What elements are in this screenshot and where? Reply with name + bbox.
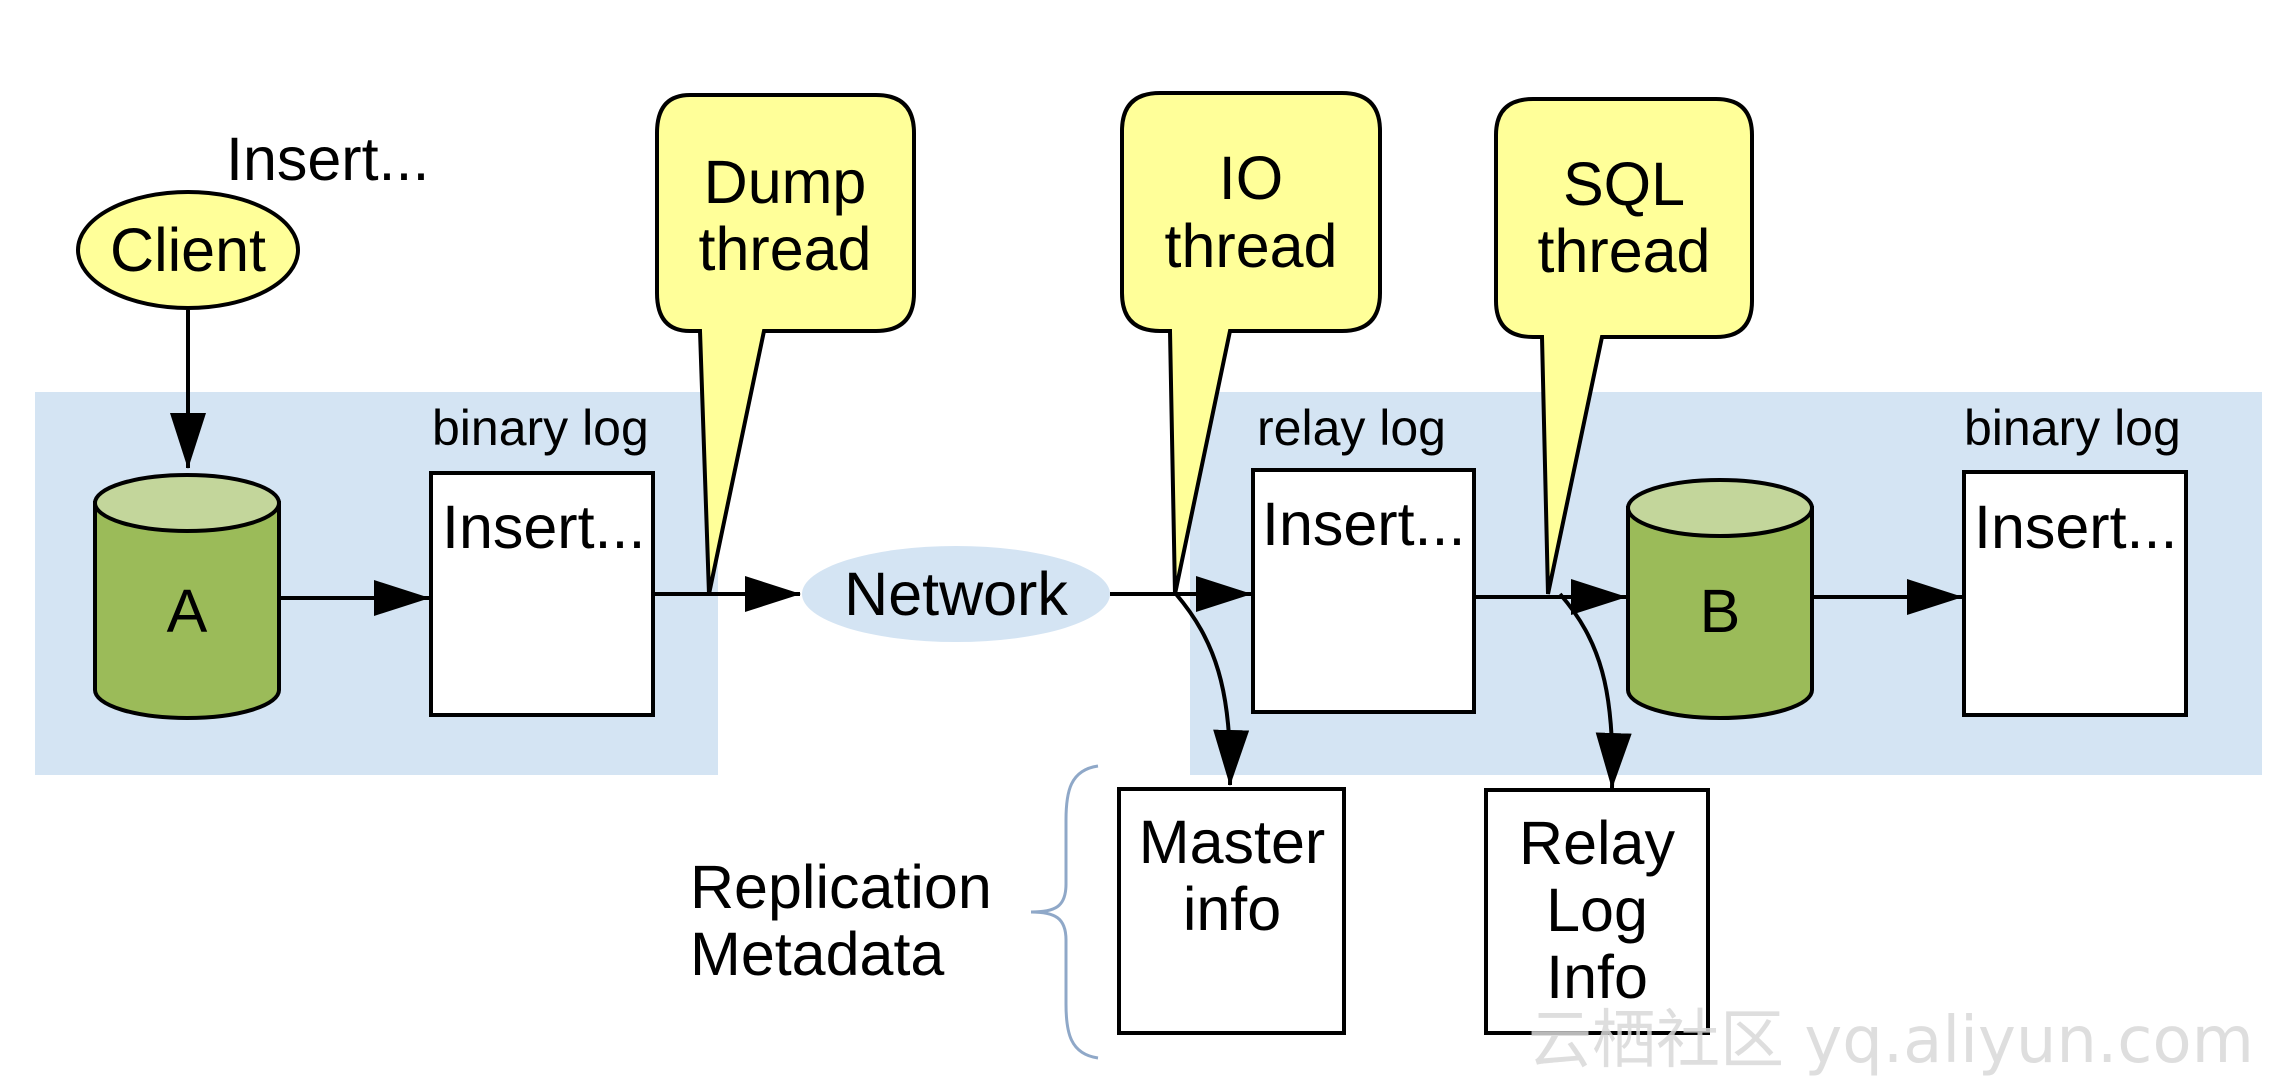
- client-label: Client: [110, 216, 266, 284]
- sql-thread-callout: SQL thread: [1494, 97, 1754, 595]
- dump-thread-line1: Dump: [704, 148, 867, 216]
- master-info-line1: Master: [1139, 808, 1325, 876]
- relay-log-caption: relay log: [1257, 400, 1446, 456]
- sql-thread-to-relay-info-edge: [1558, 592, 1632, 789]
- database-b: B: [1626, 478, 1814, 720]
- replication-metadata-line2: Metadata: [690, 920, 944, 988]
- dump-thread-line2: thread: [699, 215, 872, 283]
- relay-log-entry: Insert...: [1262, 490, 1465, 558]
- database-a-label: A: [167, 577, 208, 645]
- master-binlog-caption: binary log: [432, 400, 649, 456]
- metadata-brace: [1030, 764, 1099, 1060]
- slave-binlog-box: [1962, 470, 2188, 717]
- network-label: Network: [844, 560, 1068, 628]
- master-binlog-entry: Insert...: [442, 493, 645, 561]
- slave-binlog-caption: binary log: [1964, 400, 2181, 456]
- sql-thread-line2: thread: [1538, 217, 1711, 285]
- sql-thread-line1: SQL: [1563, 150, 1685, 218]
- relay-log-info-line3: Info: [1546, 943, 1648, 1011]
- io-thread-line2: thread: [1165, 212, 1338, 280]
- client-node: [76, 190, 300, 310]
- master-info-line2: info: [1183, 875, 1281, 943]
- relay-log-info-line1: Relay: [1519, 809, 1675, 877]
- master-binlog-box: [429, 471, 655, 717]
- client-note: Insert...: [226, 125, 429, 193]
- database-a: A: [93, 473, 281, 720]
- relay-log-box: [1251, 468, 1476, 714]
- watermark-text: 云栖社区 yq.aliyun.com: [1528, 1004, 2254, 1078]
- database-b-label: B: [1700, 577, 1741, 645]
- master-info-box: [1117, 787, 1346, 1035]
- io-thread-to-master-info-edge: [1174, 592, 1250, 786]
- relay-log-info-line2: Log: [1546, 876, 1648, 944]
- slave-binlog-entry: Insert...: [1974, 493, 2177, 561]
- relay-log-info-box: [1484, 788, 1710, 1035]
- io-thread-callout: IO thread: [1120, 91, 1382, 595]
- io-thread-line1: IO: [1219, 144, 1283, 212]
- replication-metadata-line1: Replication: [690, 853, 992, 921]
- network-node: [802, 546, 1110, 642]
- dump-thread-callout: Dump thread: [655, 93, 916, 595]
